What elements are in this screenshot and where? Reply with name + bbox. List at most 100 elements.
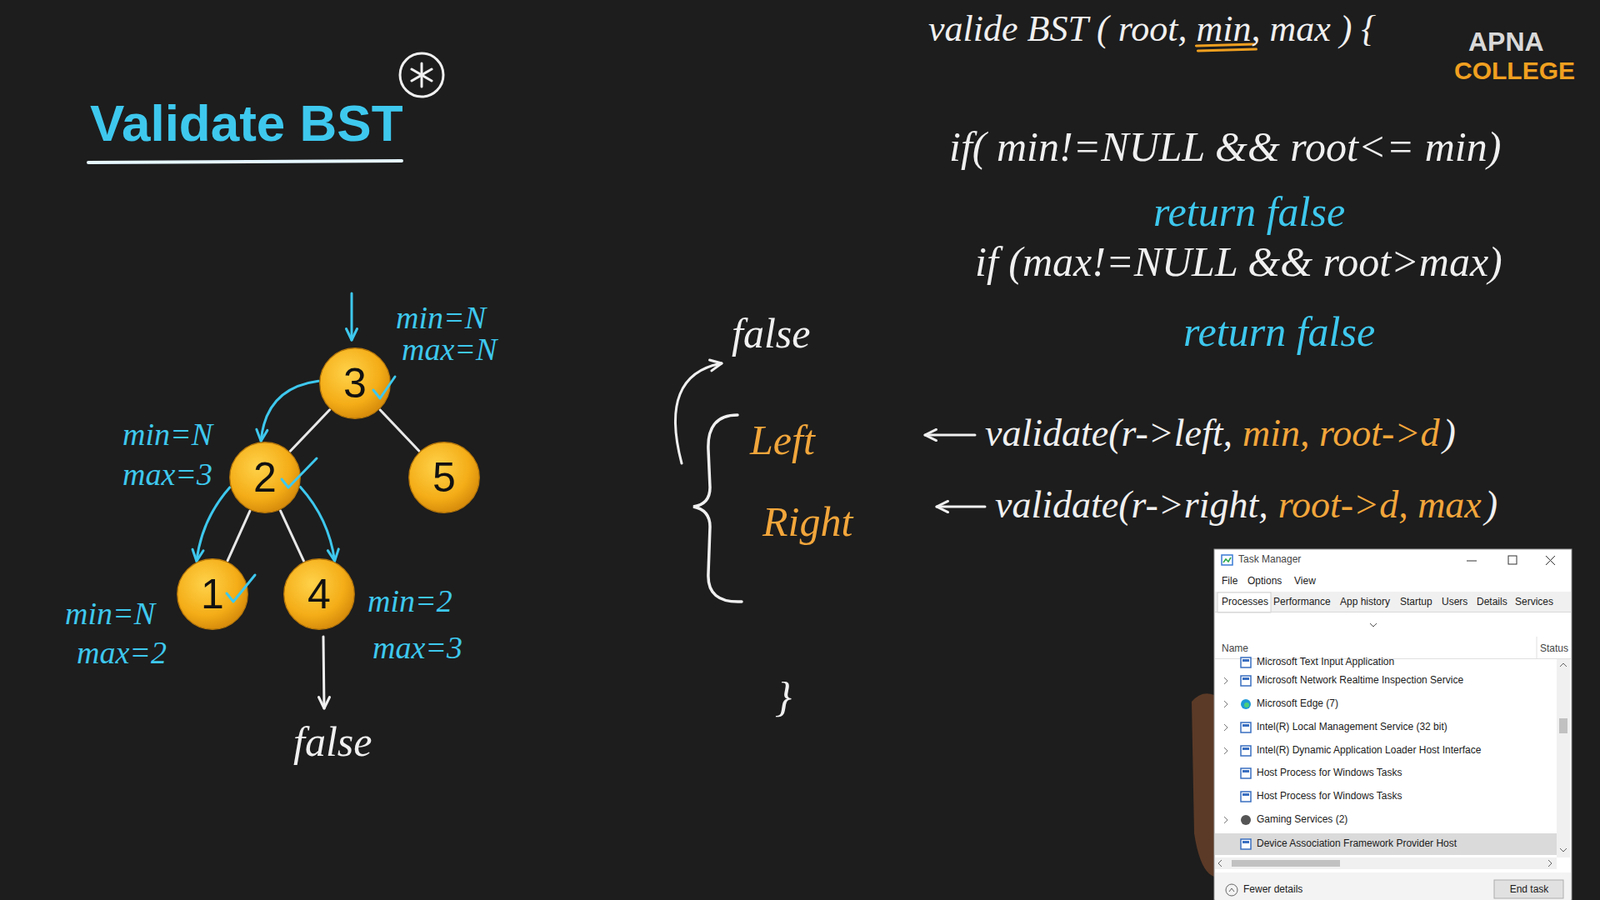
traversal-arrow	[256, 380, 319, 441]
window-title: Task Manager	[1238, 554, 1301, 566]
process-name: Intel(R) Local Management Service (32 bi…	[1256, 721, 1448, 734]
edge-line	[280, 510, 305, 561]
tree-node: 4	[282, 557, 356, 631]
tree-node: 2	[228, 440, 302, 515]
star-circle	[400, 53, 444, 97]
edge-curve	[196, 487, 230, 561]
code-brace: }	[775, 673, 792, 722]
result-note: false	[293, 718, 372, 767]
tree-node: 5	[407, 440, 481, 515]
maximize-button	[1508, 555, 1517, 565]
tree-edge	[290, 410, 330, 451]
tab-label: Users	[1441, 596, 1468, 609]
process-icon	[1244, 702, 1250, 708]
arrow-head	[256, 429, 268, 441]
process-icon	[1240, 657, 1251, 668]
process-icon	[1240, 791, 1251, 802]
constraint-note: max=N	[401, 331, 497, 369]
collapse-chevron	[1370, 623, 1377, 627]
call-arrow	[936, 505, 985, 509]
scroll-thumb	[1559, 718, 1568, 734]
code-argument: min, root->d	[1242, 411, 1440, 456]
window-frame	[1214, 549, 1572, 900]
process-icon	[1240, 768, 1251, 779]
tab-label: Performance	[1273, 596, 1331, 609]
result-arrow	[675, 363, 722, 464]
button-text: End task	[1510, 884, 1550, 896]
process-name: Host Process for Windows Tasks	[1256, 790, 1403, 803]
star-stroke	[411, 69, 432, 81]
code-line: validate(r->right,	[995, 483, 1269, 528]
arrow-head	[327, 549, 339, 561]
emphasis-underline	[1197, 49, 1256, 51]
code-line: valide BST ( root, min, max ) {	[928, 8, 1376, 51]
column-header: Status	[1540, 643, 1569, 655]
process-icon	[1240, 745, 1251, 756]
process-icon	[1242, 677, 1250, 680]
process-icon	[1240, 839, 1251, 850]
horizontal-scrollbar	[1215, 857, 1557, 870]
vertical-scrollbar	[1556, 659, 1570, 858]
fewer-details-chevron	[1229, 888, 1235, 892]
app-icon-graph	[1223, 557, 1231, 563]
code-line: return false	[1183, 308, 1375, 357]
tab-label: App history	[1340, 596, 1390, 609]
process-name: Host Process for Windows Tasks	[1256, 767, 1403, 780]
process-name: Microsoft Text Input Application	[1256, 656, 1395, 669]
constraint-note: max=3	[372, 630, 463, 667]
check-mark	[281, 458, 317, 488]
branch-note: Left	[750, 416, 815, 465]
tab-label: Details	[1476, 596, 1508, 609]
node-circle	[284, 559, 355, 630]
title-underline	[88, 160, 402, 163]
app-icon	[1221, 555, 1233, 565]
column-header: Name	[1221, 643, 1249, 655]
process-icon	[1242, 793, 1250, 796]
constraint-note: min=N	[65, 595, 155, 633]
process-icon	[1240, 722, 1251, 733]
code-line: )	[1442, 411, 1455, 456]
tab-label: Startup	[1400, 596, 1433, 609]
tab-label: Processes	[1221, 596, 1269, 609]
menu-item: Options	[1247, 575, 1282, 588]
expand-chevron	[1224, 700, 1228, 708]
expand-chevron	[1224, 816, 1228, 824]
process-name: Device Association Framework Provider Ho…	[1256, 838, 1457, 850]
edge-curve	[260, 380, 319, 441]
process-icon	[1242, 724, 1250, 727]
tree-edge	[280, 510, 305, 561]
arrow-head	[318, 696, 330, 709]
check-mark	[226, 575, 255, 602]
expand-chevron	[1224, 747, 1228, 755]
tree-edge	[380, 410, 419, 451]
edge-curve	[300, 486, 335, 561]
task-manager-window	[1214, 549, 1572, 900]
expand-chevron	[1224, 724, 1228, 731]
result-note: false	[731, 310, 810, 359]
page-title: Validate BST	[90, 93, 404, 153]
arrow-head	[925, 429, 937, 440]
node-value: 3	[343, 360, 367, 407]
arrow-head	[710, 360, 722, 371]
entry-arrow	[350, 293, 354, 340]
node-circle	[230, 442, 300, 513]
link-text: Fewer details	[1243, 884, 1303, 896]
expand-chevron	[1224, 677, 1228, 685]
edge-line	[227, 510, 250, 561]
node-circle	[320, 348, 390, 419]
star-stroke	[411, 69, 432, 81]
end-task-button	[1494, 880, 1564, 899]
bottom-bar	[1215, 872, 1571, 900]
code-line: return false	[1153, 188, 1345, 237]
code-line: validate(r->left,	[985, 411, 1233, 456]
node-value: 2	[253, 455, 277, 501]
tab-strip	[1215, 591, 1571, 612]
presenter-shoulder	[1191, 693, 1215, 877]
selected-row	[1215, 833, 1557, 855]
process-icon	[1242, 840, 1250, 844]
minimize-button	[1466, 560, 1477, 562]
process-name: Microsoft Network Realtime Inspection Se…	[1256, 675, 1464, 687]
traversal-arrow	[300, 486, 339, 561]
constraint-note: min=N	[395, 300, 486, 337]
